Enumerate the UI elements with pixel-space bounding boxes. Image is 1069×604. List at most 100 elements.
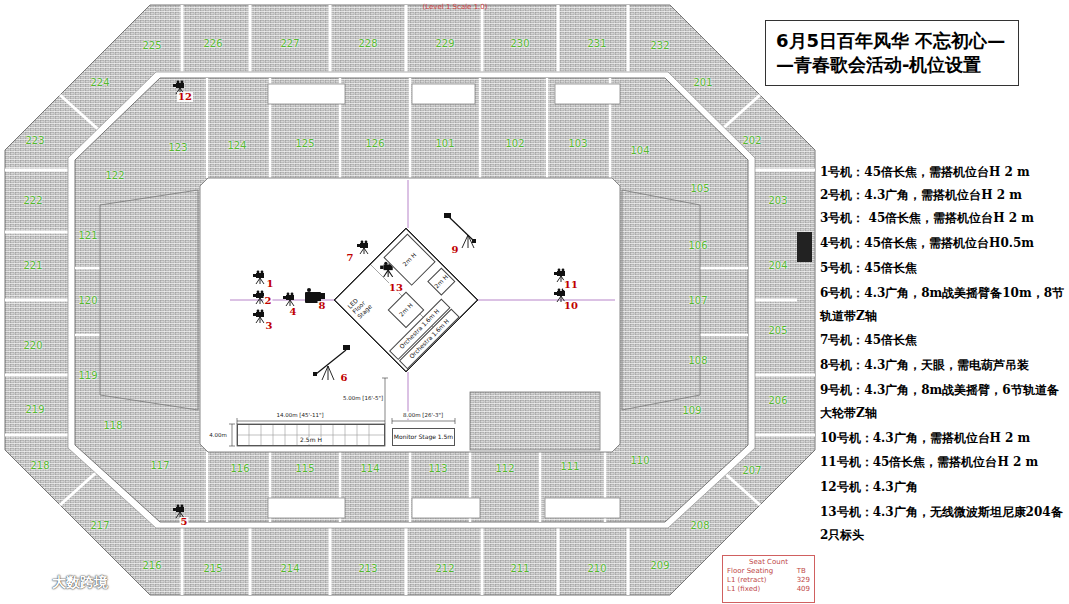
section-number: 203 [768, 195, 787, 206]
section-number: 216 [142, 560, 161, 571]
camera-icons [253, 271, 264, 284]
section-number: 111 [560, 461, 579, 472]
camera-icons [357, 241, 368, 254]
lower-seating-bowl [75, 267, 100, 270]
section-number: 109 [682, 405, 701, 416]
watermark-logo [33, 578, 37, 582]
watermark-logo [30, 574, 46, 590]
upper-seating-ring [249, 528, 252, 595]
jib-crane-icon [468, 235, 469, 248]
jib-crane-icon [472, 239, 476, 243]
monitor-stage: Monitor Stage 1.5m [392, 428, 455, 446]
lower-seating-bowl [409, 452, 412, 522]
section-number: 232 [650, 40, 669, 51]
section-number: 126 [365, 138, 384, 149]
dimension-lines [229, 446, 235, 447]
section-number: 118 [103, 420, 122, 431]
camera-number: 7 [346, 253, 355, 263]
camera-spec: 6号机：4.3广角，8m战美摇臂备10m，8节轨道带Z轴 [820, 282, 1065, 328]
section-number: 102 [505, 138, 524, 149]
dimension-label: 8.00m [26'-3"] [402, 412, 444, 419]
lower-seating-bowl [75, 334, 100, 337]
upper-seating-ring [181, 528, 184, 595]
camera-icons [173, 81, 565, 518]
section-number: 230 [510, 38, 529, 49]
lower-seating-bowl [75, 78, 748, 522]
suite-boxes [545, 498, 620, 518]
dimension-lines [392, 418, 393, 424]
camera-spec: 4号机：45倍长焦，需搭机位台H0.5m [820, 232, 1065, 255]
watermark-logo [39, 578, 43, 582]
section-number: 101 [435, 138, 454, 149]
section-number: 113 [428, 463, 447, 474]
section-number: 210 [587, 563, 606, 574]
platform-grid [237, 424, 385, 446]
riser-platform: 2m H [383, 234, 435, 286]
upper-seating-ring [405, 5, 408, 72]
dimension-lines [385, 378, 386, 418]
section-number: 212 [435, 563, 454, 574]
upper-seating-ring [5, 5, 815, 595]
title-text: 6月5日百年风华 不忘初心— —青春歌会活动-机位设置 [776, 29, 1008, 77]
lower-seating-bowl [700, 334, 748, 337]
retractable-seating [470, 392, 600, 450]
section-number: 227 [280, 38, 299, 49]
arena-floor [200, 178, 620, 452]
seat-count-table-label: L1 (retract) [727, 576, 791, 585]
section-number: 228 [358, 38, 377, 49]
riser-platform: 2m H [427, 267, 455, 295]
seat-count-table-label: 409 [797, 585, 810, 594]
section-number: 112 [495, 463, 514, 474]
section-number: 224 [90, 77, 109, 88]
section-number: 110 [630, 455, 649, 466]
section-number: 115 [295, 463, 314, 474]
section-number: 209 [650, 560, 669, 571]
jib-crane-icon [449, 217, 474, 241]
camera-spec: 11号机：45倍长焦，需搭机位台H 2 m [820, 451, 1065, 474]
upper-seating-ring [755, 434, 815, 437]
suite-boxes [268, 498, 345, 518]
lower-seating-bowl [206, 452, 209, 522]
section-number: 215 [203, 563, 222, 574]
crosshair-lines [230, 180, 615, 420]
camera-number: 2 [264, 296, 273, 306]
section-number: 213 [358, 563, 377, 574]
upper-seating-ring [481, 528, 484, 595]
camera-spec: 9号机：4.3广角，8m战美摇臂，6节轨道备大轮带Z轴 [820, 379, 1065, 425]
dimension-lines [229, 378, 455, 446]
suite-boxes [412, 498, 480, 518]
camera-number: 12 [177, 92, 193, 102]
control-booth [797, 232, 812, 262]
jib-crane-icon [322, 366, 328, 380]
camera-number: 1 [266, 279, 275, 289]
platform-grid [237, 424, 385, 446]
skycam-icon [321, 293, 325, 299]
section-number: 202 [742, 135, 761, 146]
section-number: 116 [230, 463, 249, 474]
watermark: 大数跨境 [52, 574, 108, 590]
seat-count-table-label: L1 (fixed) [727, 585, 791, 594]
section-number: 221 [23, 260, 42, 271]
upper-seating-ring [5, 374, 68, 377]
dimension-lines [392, 421, 455, 422]
section-number: 206 [768, 395, 787, 406]
upper-seating-ring [329, 528, 332, 595]
upper-seating-ring [5, 5, 815, 595]
crosshair-lines [408, 180, 409, 228]
section-number: 108 [688, 355, 707, 366]
camera-spec: 2号机：4.3广角，需搭机位台H 2 m [820, 184, 1065, 207]
crosshair-lines [478, 300, 615, 301]
camera-spec: 7号机：45倍长焦 [820, 329, 1065, 352]
section-number: 223 [25, 135, 44, 146]
seat-count-table: Seat CountFloor SeatingTBL1 (retract)329… [722, 555, 815, 603]
retractable-seating [100, 190, 700, 450]
camera-icons [173, 505, 184, 518]
dimension-lines [455, 418, 456, 424]
camera-number: 11 [563, 280, 579, 290]
camera-icons [253, 291, 264, 304]
lower-seating-bowl [75, 78, 748, 522]
dimension-lines [232, 424, 233, 446]
suite-boxes [412, 84, 475, 104]
section-number: 222 [23, 195, 42, 206]
